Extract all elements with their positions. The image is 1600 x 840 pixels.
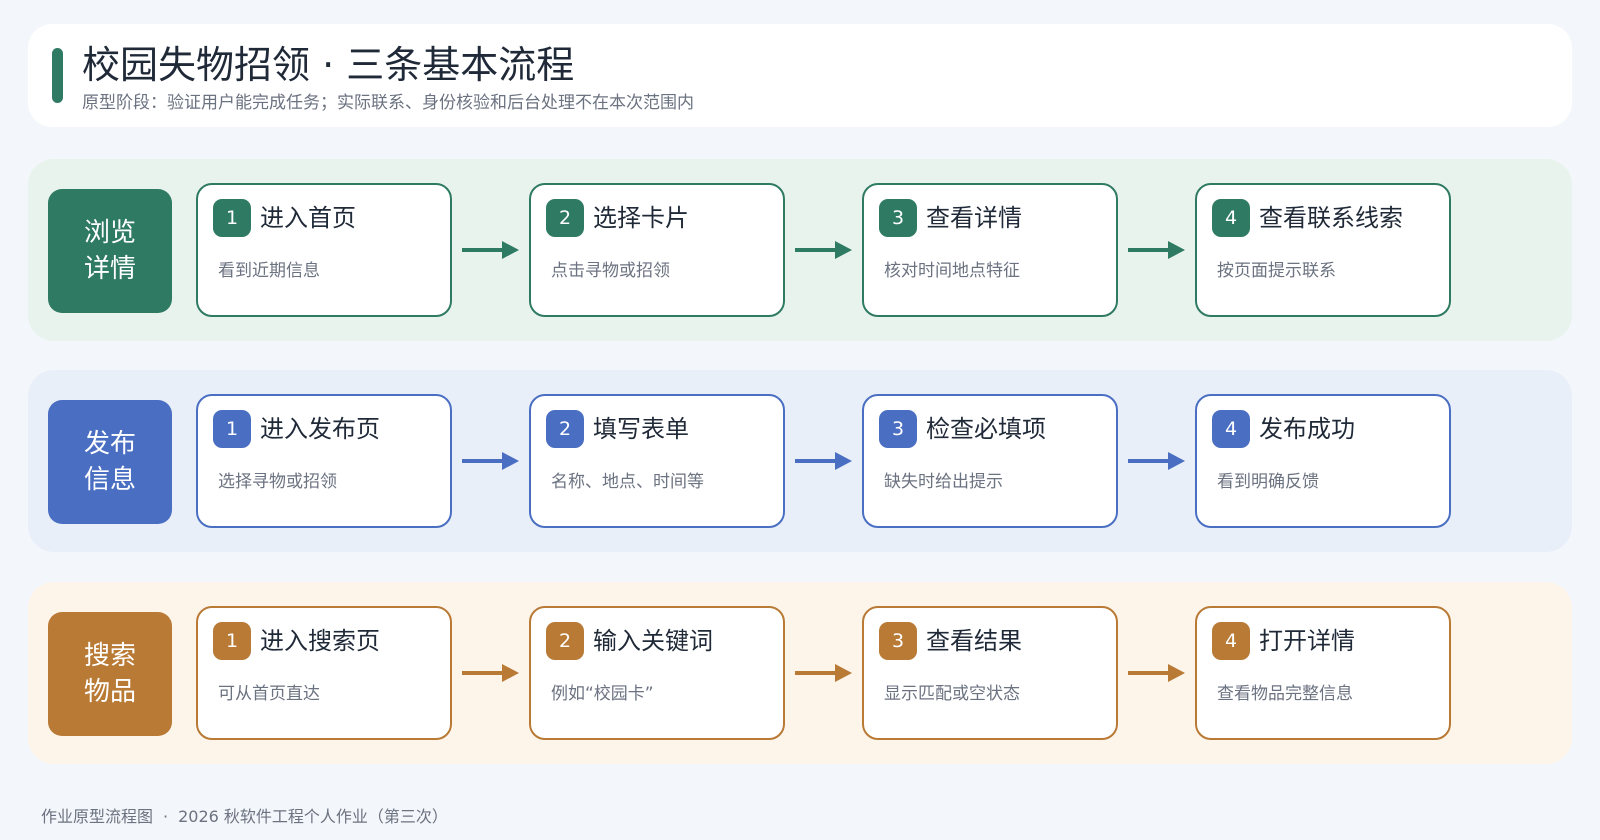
page-subtitle: 原型阶段：验证用户能完成任务；实际联系、身份核验和后台处理不在本次范围内 [82, 93, 694, 113]
step-description: 显示匹配或空状态 [884, 684, 1020, 704]
step-title: 打开详情 [1259, 627, 1355, 655]
step-number-badge: 1 [213, 622, 251, 660]
step-description: 查看物品完整信息 [1217, 684, 1353, 704]
step-card[interactable]: 4 打开详情 查看物品完整信息 [1195, 606, 1451, 740]
step-description: 按页面提示联系 [1217, 261, 1336, 281]
step-description: 名称、地点、时间等 [551, 472, 704, 492]
footer-note: 作业原型流程图 · 2026 秋软件工程个人作业（第三次） [41, 806, 448, 828]
step-card[interactable]: 3 查看详情 核对时间地点特征 [862, 183, 1118, 317]
step-number-badge: 3 [879, 410, 917, 448]
lane-browse-details: 浏览 详情 1 进入首页 看到近期信息 2 选择卡片 点击寻物或招领 3 查看详… [28, 159, 1572, 341]
step-number-badge: 2 [546, 199, 584, 237]
step-number-badge: 4 [1212, 622, 1250, 660]
lane-publish-info: 发布 信息 1 进入发布页 选择寻物或招领 2 填写表单 名称、地点、时间等 3… [28, 370, 1572, 552]
step-description: 看到近期信息 [218, 261, 320, 281]
step-title: 查看详情 [926, 204, 1022, 232]
step-number-badge: 3 [879, 622, 917, 660]
step-card[interactable]: 4 发布成功 看到明确反馈 [1195, 394, 1451, 528]
step-title: 填写表单 [593, 415, 689, 443]
lane-search-items: 搜索 物品 1 进入搜索页 可从首页直达 2 输入关键词 例如“校园卡” 3 查… [28, 582, 1572, 764]
step-title: 进入搜索页 [260, 627, 380, 655]
step-number-badge: 1 [213, 410, 251, 448]
arrow-right-icon [462, 451, 520, 471]
arrow-right-icon [462, 240, 520, 260]
step-description: 可从首页直达 [218, 684, 320, 704]
title-accent-bar [52, 48, 63, 103]
step-description: 看到明确反馈 [1217, 472, 1319, 492]
step-card[interactable]: 2 选择卡片 点击寻物或招领 [529, 183, 785, 317]
step-number-badge: 4 [1212, 199, 1250, 237]
step-number-badge: 4 [1212, 410, 1250, 448]
step-title: 查看联系线索 [1259, 204, 1403, 232]
footer-right-text: 2026 秋软件工程个人作业（第三次） [178, 807, 448, 826]
step-number-badge: 3 [879, 199, 917, 237]
step-description: 核对时间地点特征 [884, 261, 1020, 281]
arrow-right-icon [1128, 240, 1186, 260]
step-card[interactable]: 1 进入首页 看到近期信息 [196, 183, 452, 317]
step-card[interactable]: 3 查看结果 显示匹配或空状态 [862, 606, 1118, 740]
lane-label: 搜索 物品 [48, 612, 172, 736]
lane-label: 发布 信息 [48, 400, 172, 524]
step-card[interactable]: 3 检查必填项 缺失时给出提示 [862, 394, 1118, 528]
step-description: 缺失时给出提示 [884, 472, 1003, 492]
step-card[interactable]: 1 进入发布页 选择寻物或招领 [196, 394, 452, 528]
step-title: 进入首页 [260, 204, 356, 232]
arrow-right-icon [795, 663, 853, 683]
step-description: 点击寻物或招领 [551, 261, 670, 281]
step-description: 例如“校园卡” [551, 684, 654, 704]
arrow-right-icon [462, 663, 520, 683]
header-panel: 校园失物招领 · 三条基本流程 原型阶段：验证用户能完成任务；实际联系、身份核验… [28, 24, 1572, 127]
step-card[interactable]: 2 填写表单 名称、地点、时间等 [529, 394, 785, 528]
step-title: 输入关键词 [593, 627, 713, 655]
step-title: 查看结果 [926, 627, 1022, 655]
step-title: 发布成功 [1259, 415, 1355, 443]
arrow-right-icon [795, 451, 853, 471]
arrow-right-icon [1128, 451, 1186, 471]
step-title: 选择卡片 [593, 204, 689, 232]
footer-separator: · [163, 807, 169, 826]
step-card[interactable]: 2 输入关键词 例如“校园卡” [529, 606, 785, 740]
step-card[interactable]: 4 查看联系线索 按页面提示联系 [1195, 183, 1451, 317]
step-description: 选择寻物或招领 [218, 472, 337, 492]
footer-left-text: 作业原型流程图 [41, 807, 154, 826]
step-card[interactable]: 1 进入搜索页 可从首页直达 [196, 606, 452, 740]
step-number-badge: 1 [213, 199, 251, 237]
lane-label: 浏览 详情 [48, 189, 172, 313]
page-title: 校园失物招领 · 三条基本流程 [82, 43, 575, 87]
step-title: 进入发布页 [260, 415, 380, 443]
step-number-badge: 2 [546, 410, 584, 448]
arrow-right-icon [1128, 663, 1186, 683]
step-title: 检查必填项 [926, 415, 1046, 443]
step-number-badge: 2 [546, 622, 584, 660]
arrow-right-icon [795, 240, 853, 260]
